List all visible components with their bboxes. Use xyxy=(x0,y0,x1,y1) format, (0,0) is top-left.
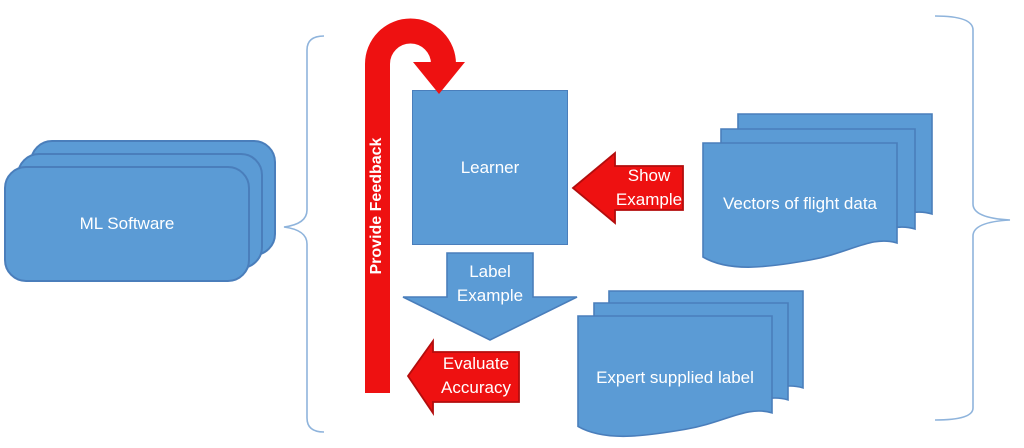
right-brace xyxy=(934,15,1011,421)
ml-software-card-front: ML Software xyxy=(4,166,250,282)
show-example-arrow xyxy=(571,151,684,225)
vectors-of-flight-data-label: Vectors of flight data xyxy=(722,194,878,213)
provide-feedback-arrowhead-icon xyxy=(413,62,465,94)
provide-feedback-label: Provide Feedback xyxy=(368,137,385,275)
left-brace xyxy=(283,35,325,433)
show-example-label: Show Example xyxy=(615,166,683,209)
expert-document-front xyxy=(577,315,773,438)
evaluate-accuracy-arrow xyxy=(406,338,520,416)
provide-feedback-arrow xyxy=(365,18,465,393)
evaluate-accuracy-label: Evaluate Accuracy xyxy=(441,354,511,397)
label-example-arrow xyxy=(402,252,578,341)
label-example-label: Label Example xyxy=(456,262,524,305)
ml-software-label: ML Software xyxy=(79,214,175,233)
learner-label: Learner xyxy=(460,157,520,177)
vectors-document-front xyxy=(702,142,898,268)
learner-box: Learner xyxy=(412,90,568,245)
expert-supplied-label-label: Expert supplied label xyxy=(596,368,754,387)
